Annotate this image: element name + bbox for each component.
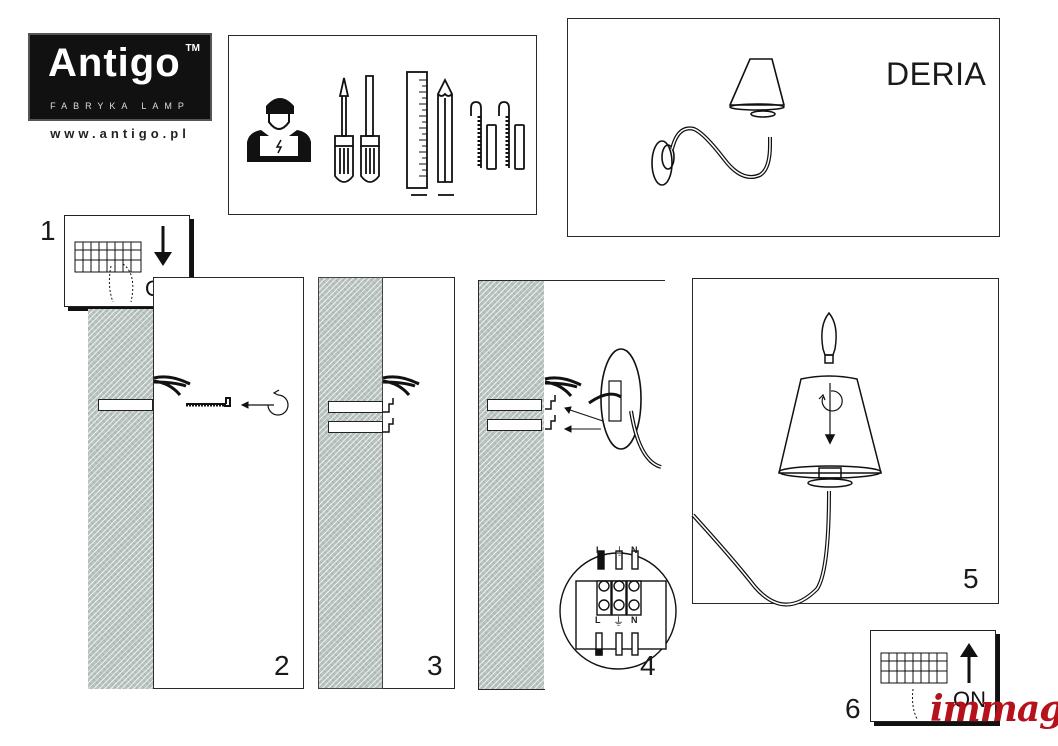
electrician-icon xyxy=(247,98,311,162)
brand-tagline: FABRYKA LAMP xyxy=(50,101,190,111)
ruler-icon xyxy=(406,71,428,196)
step-4-number: 4 xyxy=(640,650,656,681)
wall-plate xyxy=(651,140,673,186)
step-3-wall xyxy=(318,277,383,689)
step-3-plug-lower xyxy=(328,421,383,433)
terminal-block-detail xyxy=(559,550,677,670)
cable-icon xyxy=(382,375,420,396)
hook-icon xyxy=(545,415,556,430)
trademark-mark: TM xyxy=(185,43,200,54)
step-3-illustration xyxy=(382,375,420,433)
terminal-label-top-ground: ⏚ xyxy=(614,546,625,558)
product-panel: DERIA xyxy=(567,18,1000,237)
hook-icon xyxy=(383,418,394,433)
fuse-box-icon xyxy=(74,226,172,303)
step-4-plug-lower xyxy=(487,419,542,431)
step-4-wall xyxy=(479,280,544,690)
watermark-logo: immag xyxy=(930,688,1058,730)
step-3-number: 3 xyxy=(427,650,443,681)
wall-plate-icon xyxy=(600,348,642,450)
step-4-panel: L ⏚ N L ⏚ N xyxy=(478,280,677,691)
step-2-illustration xyxy=(153,375,289,416)
brand-name: Antigo xyxy=(48,41,181,85)
product-name: DERIA xyxy=(886,56,987,92)
hook-icon xyxy=(383,398,394,413)
step-6-number: 6 xyxy=(845,693,861,724)
arrow-up-icon xyxy=(960,643,978,683)
cable-icon xyxy=(544,376,582,397)
hand-icon xyxy=(912,688,918,720)
step-2-number: 2 xyxy=(274,650,290,681)
step-3-panel xyxy=(382,277,455,689)
candle-bulb-icon xyxy=(821,311,837,356)
step-2-wall xyxy=(88,309,153,689)
wall-lamp-illustration xyxy=(651,58,786,186)
fuse-box-icon xyxy=(880,643,978,720)
step-5-panel: 5 xyxy=(691,278,999,607)
pencil-icon xyxy=(437,77,454,196)
tools-illustration xyxy=(247,71,525,196)
lampshade xyxy=(728,58,786,106)
website-url[interactable]: www.antigo.pl xyxy=(50,126,190,141)
step-2-drill-hole xyxy=(98,399,153,411)
terminal-label-top-l: L xyxy=(596,545,602,555)
flat-screwdriver-icon xyxy=(360,75,380,183)
brand-logo: Antigo TM FABRYKA LAMP xyxy=(28,33,212,121)
terminal-label-top-n: N xyxy=(631,545,638,555)
hand-icon xyxy=(108,263,134,303)
tools-panel xyxy=(228,35,537,215)
rotate-icon xyxy=(821,390,843,412)
step-4-illustration xyxy=(544,281,677,691)
terminal-label-bottom-ground: ⏚ xyxy=(613,616,624,628)
step-1-number: 1 xyxy=(40,215,56,246)
cable-icon xyxy=(153,375,191,396)
terminal-label-bottom-l: L xyxy=(595,615,601,625)
step-2-panel xyxy=(153,277,304,689)
step-4-plug-upper xyxy=(487,399,542,411)
terminal-label-bottom-n: N xyxy=(631,615,638,625)
rotate-icon xyxy=(267,394,289,416)
hook-icon xyxy=(545,395,556,410)
step-6-power-on-card: ON xyxy=(870,630,996,722)
step-5-illustration xyxy=(691,311,882,607)
wall-plug-icon xyxy=(486,124,525,170)
step-6-on-label: ON xyxy=(953,687,986,712)
lampshade xyxy=(778,375,882,474)
step-5-number: 5 xyxy=(963,563,979,594)
phillips-screwdriver-icon xyxy=(334,77,354,183)
step-3-plug-upper xyxy=(328,401,383,413)
arrow-down-icon xyxy=(154,226,172,266)
wall-plug-hook-icon xyxy=(470,101,510,168)
